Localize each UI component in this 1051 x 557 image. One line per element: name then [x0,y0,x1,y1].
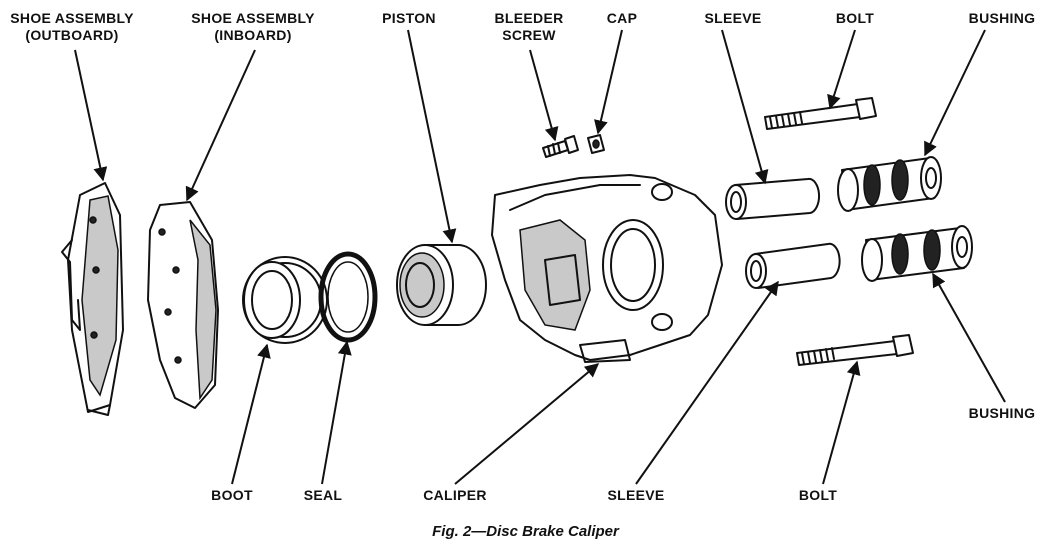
label-bleeder-screw: BLEEDER SCREW [492,10,566,44]
leader-boot [231,343,271,485]
label-caliper: CALIPER [423,487,487,503]
label-bleeder-line2: SCREW [502,27,556,43]
inboard-shoe-assembly [147,201,219,409]
leader-sleeve-top [721,29,769,185]
label-bushing-top: BUSHING [968,10,1036,26]
cap [587,134,605,154]
label-bolt-top: BOLT [835,10,875,26]
label-shoe-assembly-outboard: SHOE ASSEMBLY (OUTBOARD) [8,10,136,44]
leader-bushing-top [924,29,986,157]
leader-sleeve-bottom [635,280,779,485]
label-piston: PISTON [382,10,436,26]
seal [318,251,378,343]
bolt-top [764,97,877,130]
piston [396,244,487,326]
caliper [491,174,723,363]
label-sleeve-bottom: SLEEVE [607,487,665,503]
sleeve-top [725,177,821,220]
bushing-bottom [861,225,973,282]
leader-shoe-inboard [185,49,256,202]
label-cap: CAP [606,10,638,26]
label-sleeve-top: SLEEVE [704,10,762,26]
label-shoe-inboard-line2: (INBOARD) [214,27,292,43]
label-bushing-bottom: BUSHING [968,405,1036,421]
outboard-shoe-assembly [61,182,124,416]
label-shoe-assembly-inboard: SHOE ASSEMBLY (INBOARD) [189,10,317,44]
boot [242,256,328,344]
label-bleeder-line1: BLEEDER [494,10,564,26]
bolt-bottom [796,334,914,366]
label-boot: BOOT [211,487,253,503]
leader-cap [594,29,623,135]
leader-bolt-bottom [822,360,861,485]
label-shoe-outboard-line1: SHOE ASSEMBLY [10,10,134,26]
label-shoe-inboard-line1: SHOE ASSEMBLY [191,10,315,26]
figure-caption: Fig. 2—Disc Brake Caliper [432,523,619,540]
leader-shoe-outboard [74,49,108,182]
sleeve-bottom [745,242,841,289]
label-seal: SEAL [303,487,343,503]
leader-caliper [454,363,600,485]
bushing-top [837,156,942,212]
bleeder-screw [542,135,579,158]
leader-piston [407,29,457,244]
leader-seal [321,340,352,485]
label-shoe-outboard-line2: (OUTBOARD) [25,27,119,43]
label-bolt-bottom: BOLT [798,487,838,503]
leader-bleeder-screw [529,49,559,142]
leader-bushing-bottom [932,272,1006,403]
leader-bolt-top [827,29,856,110]
